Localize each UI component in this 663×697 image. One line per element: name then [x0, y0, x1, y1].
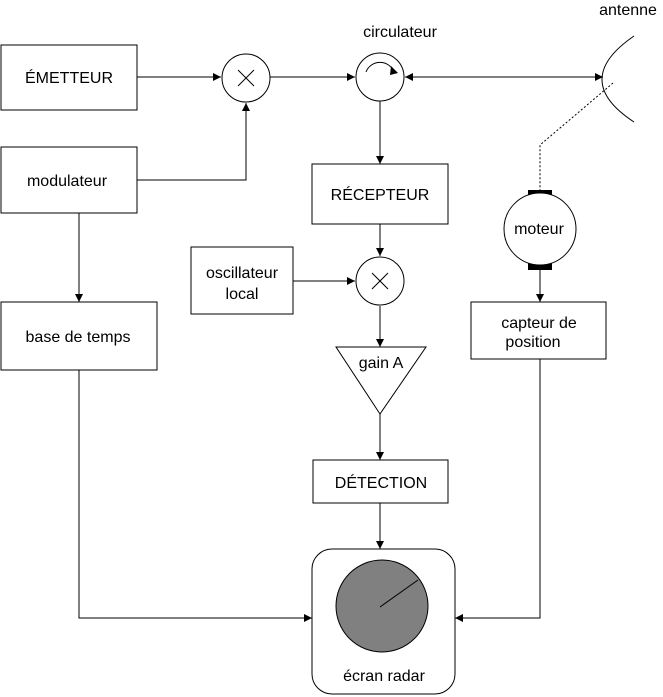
moteur: moteur — [503, 190, 577, 270]
wire-base-temps-ecran — [78, 370, 312, 622]
block-oscillateur-local: oscillateur local — [190, 246, 294, 315]
mixer-1 — [221, 53, 271, 103]
mixer-2 — [355, 256, 405, 306]
block-recepteur: RÉCEPTEUR — [311, 163, 449, 225]
motor-icon — [503, 190, 577, 270]
base-de-temps-label: base de temps — [26, 329, 131, 346]
block-emetteur: ÉMETTEUR — [0, 44, 138, 111]
block-detection: DÉTECTION — [312, 459, 449, 504]
ecran-radar: écran radar — [311, 548, 456, 695]
connections — [75, 73, 614, 622]
circle-x-icon — [237, 69, 255, 87]
oscillateur-label-line2: local — [226, 286, 259, 303]
block-modulateur: modulateur — [0, 146, 138, 214]
antenne: antenne — [599, 2, 657, 123]
circulateur: circulateur — [355, 24, 438, 102]
circular-arrow-icon — [365, 61, 398, 75]
wire-capteur-ecran — [455, 359, 541, 622]
ecran-radar-label: écran radar — [343, 668, 425, 685]
capteur-label-line2: position — [505, 334, 560, 351]
triangle-amplifier-icon — [335, 346, 427, 415]
radar-scope-icon — [335, 559, 429, 653]
detection-label: DÉTECTION — [335, 473, 427, 492]
wire-modulateur-mixer — [137, 103, 250, 181]
emetteur-label: ÉMETTEUR — [25, 68, 113, 87]
moteur-label: moteur — [514, 221, 564, 238]
block-capteur-de-position: capteur de position — [470, 301, 607, 360]
modulateur-label: modulateur — [27, 173, 108, 190]
oscillateur-label-line1: oscillateur — [206, 265, 279, 282]
block-base-de-temps: base de temps — [0, 301, 158, 371]
amplifier-gain: gain A — [335, 346, 427, 415]
circle-x-icon — [371, 272, 389, 290]
capteur-label-line1: capteur de — [501, 315, 577, 332]
circulateur-label: circulateur — [363, 24, 437, 41]
gain-label: gain A — [359, 355, 404, 372]
parabolic-dish-icon — [601, 35, 635, 123]
recepteur-label: RÉCEPTEUR — [331, 185, 430, 204]
antenne-label: antenne — [599, 2, 657, 19]
mechanical-link-antenne-moteur — [539, 82, 614, 190]
